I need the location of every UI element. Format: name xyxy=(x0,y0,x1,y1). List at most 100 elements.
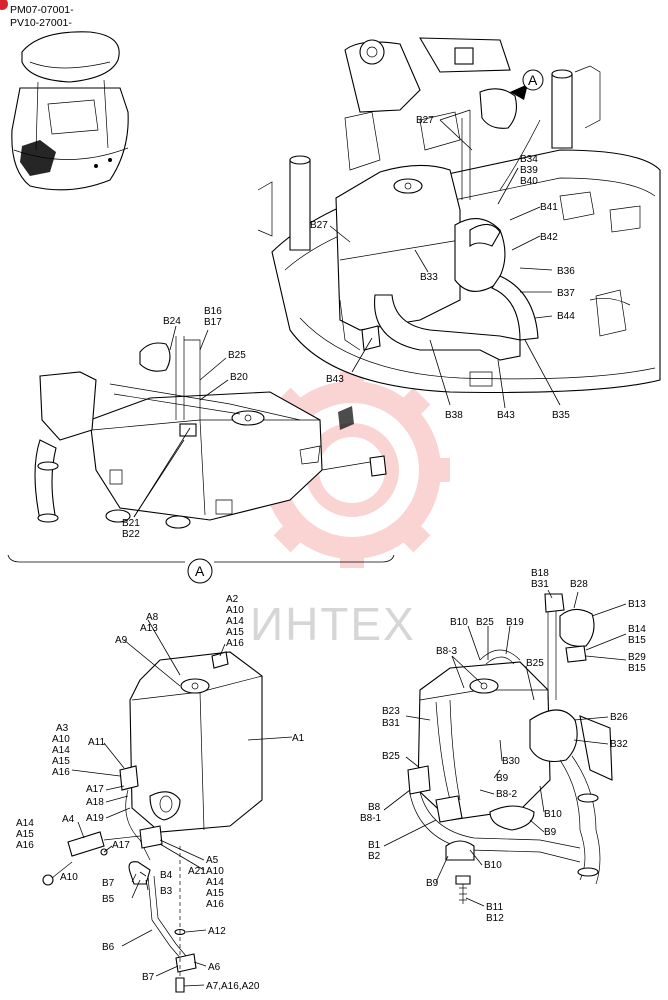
label-a13: A13 xyxy=(140,623,158,634)
label-b20: B20 xyxy=(230,372,248,383)
label-a10-1: A10 xyxy=(226,605,244,616)
label-b39: B39 xyxy=(520,165,538,176)
label-b25-right: B25 xyxy=(526,658,544,669)
label-b9-3: B9 xyxy=(426,878,439,889)
label-b25-mid: B25 xyxy=(476,617,494,628)
label-b38: B38 xyxy=(445,410,463,421)
label-b21: B21 xyxy=(122,518,140,529)
label-b14: B14 xyxy=(628,624,646,635)
label-b15-1: B15 xyxy=(628,635,646,646)
label-a18: A18 xyxy=(86,797,104,808)
label-b9-1: B9 xyxy=(496,773,509,784)
corner-badge xyxy=(0,0,8,10)
label-b11: B11 xyxy=(486,902,503,913)
label-a14-1: A14 xyxy=(226,616,244,627)
label-b3: B3 xyxy=(160,886,173,897)
label-b13: B13 xyxy=(628,599,646,610)
label-a3: A3 xyxy=(56,723,69,734)
label-b31-mid: B31 xyxy=(382,718,400,729)
label-b30: B30 xyxy=(502,756,520,767)
label-a15-3: A15 xyxy=(16,829,34,840)
label-b27-top: B27 xyxy=(416,115,434,126)
label-a16-1: A16 xyxy=(226,638,244,649)
label-b25-top: B25 xyxy=(228,350,246,361)
label-b19: B19 xyxy=(506,617,524,628)
label-b44: B44 xyxy=(557,311,575,322)
label-b43-left: B43 xyxy=(326,374,344,385)
label-b16: B16 xyxy=(204,306,222,317)
label-b31-top: B31 xyxy=(531,579,549,590)
label-a14-3: A14 xyxy=(16,818,34,829)
label-b37: B37 xyxy=(557,288,575,299)
label-a10-3: A10 xyxy=(60,872,78,883)
view-a-marker-circle xyxy=(522,69,544,91)
label-a8: A8 xyxy=(146,612,159,623)
label-b27-left: B27 xyxy=(310,220,328,231)
label-a1: A1 xyxy=(292,733,305,744)
label-a15-2: A15 xyxy=(52,756,70,767)
label-a14-4: A14 xyxy=(206,877,224,888)
label-a14-2: A14 xyxy=(52,745,70,756)
label-b7-2: B7 xyxy=(142,972,155,983)
labels-bottom-left: A2 A10 A14 A15 A16 A8 A13 A9 A1 A3 A10 A… xyxy=(16,594,305,992)
label-b28: B28 xyxy=(570,579,588,590)
label-a15-1: A15 xyxy=(226,627,244,638)
label-b41: B41 xyxy=(540,202,558,213)
label-a9: A9 xyxy=(115,635,128,646)
labels-top-right: A B27 B34 B39 B40 B41 B27 B42 B33 B36 B3… xyxy=(310,69,575,421)
tank-detail xyxy=(42,651,263,993)
label-b7-1: B7 xyxy=(102,878,115,889)
label-b29: B29 xyxy=(628,652,646,663)
label-b5: B5 xyxy=(102,894,115,905)
label-a10-4: A10 xyxy=(206,866,224,877)
labels-mid-left: B16 B17 B24 B25 B20 B21 B22 xyxy=(122,306,248,540)
label-a15-4: A15 xyxy=(206,888,224,899)
label-a16-3: A16 xyxy=(16,840,34,851)
label-b17: B17 xyxy=(204,317,222,328)
label-b9-2: B9 xyxy=(544,827,557,838)
label-a6: A6 xyxy=(208,962,221,973)
serial-line-1: PM07-07001- xyxy=(10,4,74,16)
label-b10-top: B10 xyxy=(450,617,468,628)
label-b35: B35 xyxy=(552,410,570,421)
label-a11: A11 xyxy=(88,737,105,748)
label-b43-mid: B43 xyxy=(497,410,515,421)
label-b23: B23 xyxy=(382,706,400,717)
label-b15-2: B15 xyxy=(628,663,646,674)
label-a16-4: A16 xyxy=(206,899,224,910)
label-a2: A2 xyxy=(226,594,239,605)
leader-lines-top-right xyxy=(329,109,561,409)
label-a10-2: A10 xyxy=(52,734,70,745)
label-b6: B6 xyxy=(102,942,115,953)
label-a12: A12 xyxy=(208,926,226,937)
label-b8: B8 xyxy=(368,802,381,813)
leader-lines-bottom-left xyxy=(71,619,293,987)
view-a-divider-label: A xyxy=(195,563,205,579)
hose-assembly xyxy=(407,593,613,904)
leader-lines-bottom-right xyxy=(383,589,627,907)
label-b34: B34 xyxy=(520,154,538,165)
label-a4: A4 xyxy=(62,814,75,825)
labels-bottom-right: B18 B31 B28 B13 B10 B25 B19 B14 B15 B29 … xyxy=(360,568,646,924)
view-a-marker-label: A xyxy=(528,72,538,88)
label-b1: B1 xyxy=(368,840,381,851)
label-a19: A19 xyxy=(86,813,104,824)
label-b40: B40 xyxy=(520,176,538,187)
label-a7: A7,A16,A20 xyxy=(206,981,260,992)
label-b26: B26 xyxy=(610,712,628,723)
label-b8-1: B8-1 xyxy=(360,813,382,824)
label-b8-2: B8-2 xyxy=(496,789,518,800)
label-b22: B22 xyxy=(122,529,140,540)
frame-assembly xyxy=(257,37,661,394)
label-b10-mid: B10 xyxy=(544,809,562,820)
label-a5: A5 xyxy=(206,855,219,866)
tank-assembly-side xyxy=(34,336,387,529)
view-a-divider: A xyxy=(7,554,395,584)
leader-lines-mid-left xyxy=(133,325,229,518)
machine-thumbnail xyxy=(11,31,129,191)
label-b32: B32 xyxy=(610,739,628,750)
label-b36: B36 xyxy=(557,266,575,277)
label-b42: B42 xyxy=(540,232,558,243)
label-b2: B2 xyxy=(368,851,381,862)
